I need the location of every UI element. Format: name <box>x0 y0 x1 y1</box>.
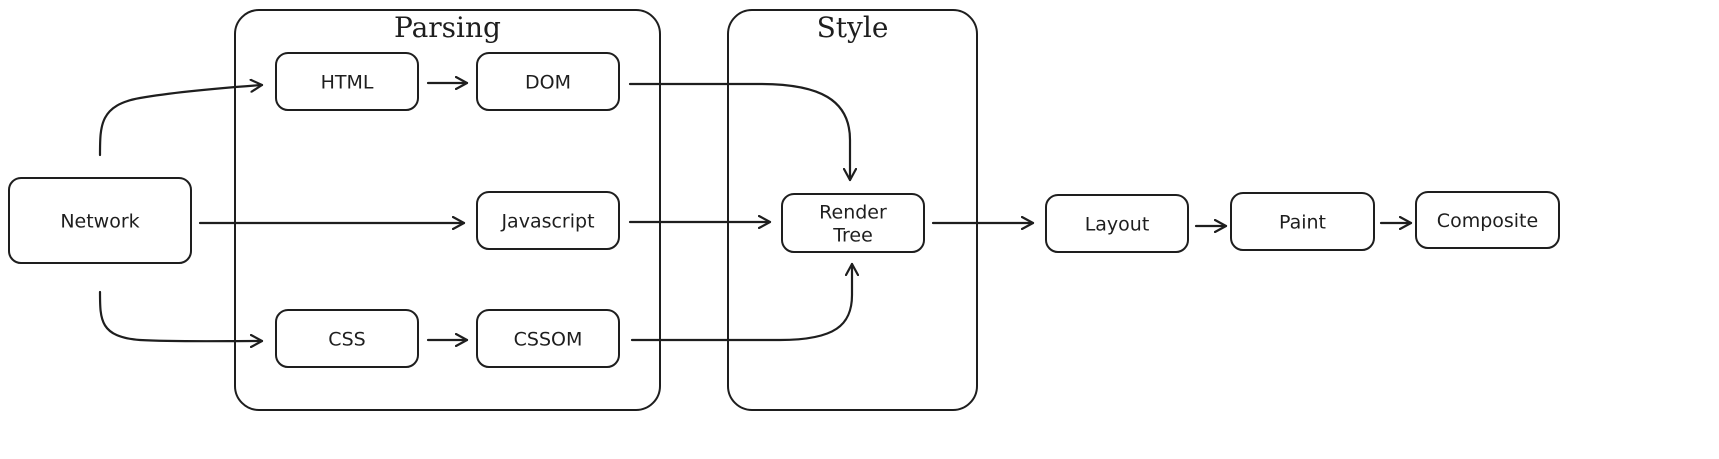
node-composite-label: Composite <box>1437 210 1538 232</box>
group-parsing-frame <box>234 9 661 411</box>
node-render-tree-box <box>781 193 925 253</box>
node-cssom: CSSOM <box>476 309 620 368</box>
node-html-box <box>275 52 419 111</box>
node-javascript-label: Javascript <box>500 211 594 233</box>
node-network-box <box>8 177 192 264</box>
node-html: HTML <box>275 52 419 111</box>
node-css-label: CSS <box>328 329 365 351</box>
node-css: CSS <box>275 309 419 368</box>
node-network-label: Network <box>60 211 139 233</box>
node-composite-box <box>1415 191 1560 249</box>
node-html-label: HTML <box>321 72 374 94</box>
node-dom: DOM <box>476 52 620 111</box>
group-parsing-label: Parsing <box>394 11 501 44</box>
node-css-box <box>275 309 419 368</box>
node-layout-label: Layout <box>1085 214 1150 236</box>
node-cssom-label: CSSOM <box>514 329 583 351</box>
node-javascript: Javascript <box>476 191 620 250</box>
node-layout: Layout <box>1045 194 1189 253</box>
group-parsing: Parsing <box>234 9 661 411</box>
arrow-network-to-html <box>98 85 264 157</box>
node-paint-label: Paint <box>1279 212 1326 234</box>
arrow-network-to-css <box>98 290 264 341</box>
node-layout-box <box>1045 194 1189 253</box>
arrow-cssom-to-render-tree <box>630 262 852 342</box>
group-style-frame <box>727 9 978 411</box>
node-dom-label: DOM <box>525 72 571 94</box>
node-network: Network <box>8 177 192 264</box>
node-composite: Composite <box>1415 191 1560 249</box>
group-style: Style <box>727 9 978 411</box>
group-style-label: Style <box>817 11 889 44</box>
node-dom-box <box>476 52 620 111</box>
node-paint-box <box>1230 192 1375 251</box>
node-javascript-box <box>476 191 620 250</box>
node-cssom-box <box>476 309 620 368</box>
node-paint: Paint <box>1230 192 1375 251</box>
arrow-dom-to-render-tree <box>628 82 850 182</box>
